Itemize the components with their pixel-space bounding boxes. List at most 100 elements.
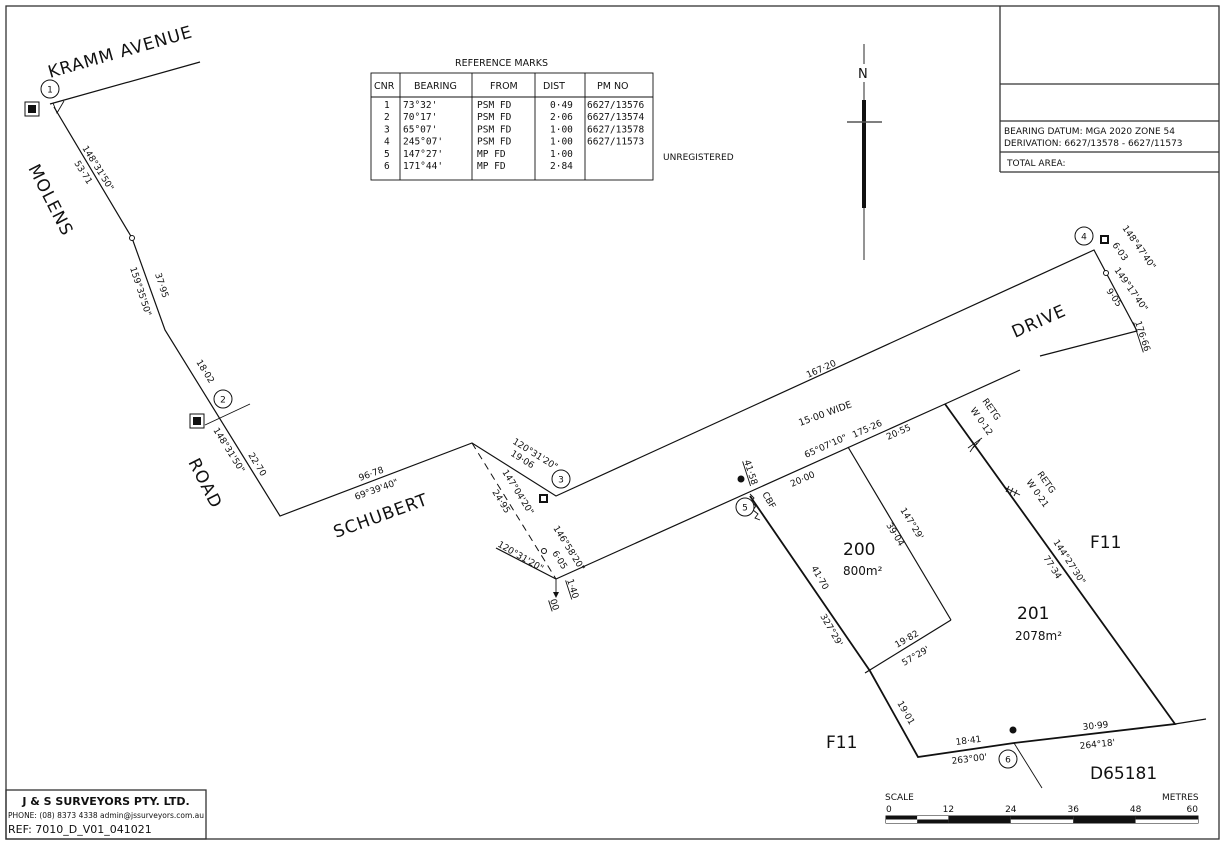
dimension-labels: 148°31'50" 53·71 159°35'50" 37·95 18·02 … — [71, 144, 1157, 767]
cell-bearing: 70°17' — [403, 112, 437, 123]
scale-segment — [917, 816, 949, 820]
dim-label: 20·00 — [789, 470, 817, 490]
dim-label: 65°07'10" — [803, 433, 849, 461]
drawing-ref: REF: 7010_D_V01_041021 — [8, 823, 152, 836]
dim-label: 30·99 — [1082, 720, 1109, 733]
corner-number: 3 — [558, 476, 564, 486]
cell-pm_no: 6627/13576 — [587, 100, 644, 111]
dim-label: 159°35'50" — [127, 266, 152, 318]
adjoining-f11-west: F11 — [826, 733, 857, 753]
scale-segment — [1010, 819, 1074, 823]
scale-segment — [1073, 816, 1136, 820]
col-header-from: FROM — [490, 81, 518, 92]
cell-pm_no: 6627/13574 — [587, 112, 644, 123]
dim-label: 263°00' — [951, 753, 988, 767]
corner-marker-5: 5 — [735, 497, 755, 517]
scale-tick-label: 60 — [1187, 805, 1199, 815]
cell-bearing: 245°07' — [403, 137, 443, 148]
deposited-plan-label: D65181 — [1090, 764, 1157, 784]
cell-dist: 1·00 — [550, 137, 573, 148]
reference-marks-table: REFERENCE MARKS CNR BEARING FROM DIST PM… — [370, 58, 734, 181]
total-area: TOTAL AREA: — [1006, 159, 1066, 169]
corner-marker-2: 2 — [213, 389, 233, 409]
dim-label: 9·05 — [1104, 287, 1124, 309]
road-name-road: ROAD — [184, 455, 226, 512]
dim-label: 148°31'50" — [210, 426, 246, 475]
scale-segment — [1010, 816, 1074, 820]
dim-label: 00 — [547, 598, 560, 612]
corner-number: 5 — [742, 504, 748, 514]
cell-from: MP FD — [477, 161, 506, 172]
cell-bearing: 171°44' — [403, 161, 443, 172]
north-label: N — [858, 67, 868, 82]
dim-label: 20·55 — [885, 423, 913, 443]
corner-marker-4: 4 — [1074, 226, 1094, 246]
company-name: J & S SURVEYORS PTY. LTD. — [21, 795, 189, 808]
dim-label: 120°31'20" — [496, 540, 545, 574]
corner-number: 2 — [220, 396, 226, 406]
cell-pm_no: 6627/13578 — [587, 124, 644, 135]
dim-label: 41·58 — [741, 459, 759, 487]
cell-cnr: 4 — [384, 137, 390, 148]
table-row: 3 65°07' PSM FD 1·00 6627/13578 — [384, 124, 644, 135]
dim-label: 6·03 — [1110, 241, 1130, 263]
dim-label: 39·04 — [883, 521, 905, 548]
cell-dist: 2·84 — [550, 161, 573, 172]
cell-cnr: 1 — [384, 100, 390, 111]
unregistered-note: UNREGISTERED — [663, 153, 734, 163]
dim-label: 176·66 — [1132, 320, 1151, 353]
dim-label: 167·20 — [805, 359, 838, 381]
col-header-pm-no: PM NO — [597, 81, 629, 92]
dim-label: 37·95 — [152, 272, 169, 300]
company-block: J & S SURVEYORS PTY. LTD. PHONE: (08) 83… — [5, 789, 207, 840]
reference-marks-title: REFERENCE MARKS — [455, 58, 548, 69]
col-header-dist: DIST — [543, 81, 565, 92]
dim-label: 41·70 — [808, 565, 830, 593]
scale-tick-label: 36 — [1067, 805, 1079, 815]
cell-from: MP FD — [477, 149, 506, 160]
mp-mark-6 — [1009, 726, 1017, 734]
cell-cnr: 3 — [384, 124, 390, 135]
corner-number: 4 — [1081, 233, 1087, 243]
bearing-datum: BEARING DATUM: MGA 2020 ZONE 54 — [1004, 127, 1175, 137]
dim-label: CBF — [759, 491, 776, 511]
north-arrow: N — [847, 44, 882, 260]
cell-dist: 2·06 — [550, 112, 573, 123]
cell-from: PSM FD — [477, 124, 512, 135]
dim-label: 1·40 — [564, 578, 580, 600]
scale-segment — [886, 816, 918, 820]
lot-number-201: 201 — [1017, 604, 1049, 624]
dim-label: 327°29' — [817, 613, 843, 649]
mp-mark-5 — [737, 475, 745, 483]
lot-number-200: 200 — [843, 540, 875, 560]
corner-marker-3: 3 — [551, 469, 571, 489]
corner-number: 6 — [1005, 756, 1011, 766]
cell-from: PSM FD — [477, 112, 512, 123]
scale-segment — [886, 819, 918, 823]
scale-tick-label: 48 — [1130, 805, 1142, 815]
dim-label: 148°47'40" — [1120, 224, 1158, 272]
cell-dist: 1·00 — [550, 124, 573, 135]
scale-label: SCALE — [885, 793, 914, 803]
scale-segment — [1135, 819, 1198, 823]
cell-cnr: 5 — [384, 149, 390, 160]
corner-marker-6: 6 — [998, 749, 1018, 769]
dim-label: 77·34 — [1040, 554, 1063, 581]
cell-bearing: 65°07' — [403, 124, 437, 135]
cell-dist: 1·00 — [550, 149, 573, 160]
corner-marker-1: 1 — [40, 79, 60, 99]
sheet-border — [5, 5, 1220, 840]
scale-tick-label: 12 — [943, 805, 954, 815]
adjoining-f11-east: F11 — [1090, 533, 1121, 553]
dim-label: 18·41 — [955, 735, 982, 748]
scale-tick-label: 0 — [886, 805, 892, 815]
derivation: DERIVATION: 6627/13578 - 6627/11573 — [1004, 139, 1183, 149]
cell-pm_no: 6627/11573 — [587, 137, 644, 148]
col-header-cnr: CNR — [374, 81, 395, 92]
road-name-kramm-avenue: KRAMM AVENUE — [46, 22, 195, 82]
